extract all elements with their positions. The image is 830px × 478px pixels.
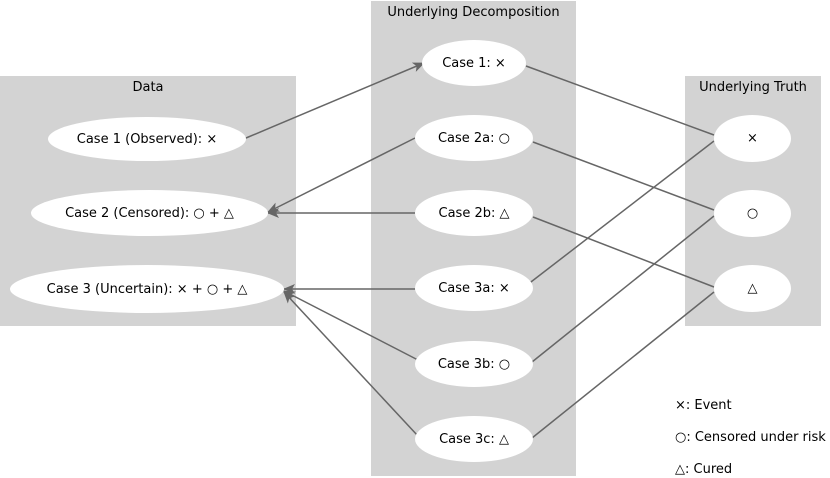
edge-case3b-censored	[531, 215, 715, 363]
decomp-node-case3b: Case 3b: ○	[415, 341, 533, 387]
edge-case2b-cured	[532, 216, 715, 288]
decomp-node-case3a: Case 3a: ×	[415, 265, 533, 311]
edge-case3a-event	[526, 140, 715, 286]
decomp-node-case2b: Case 2b: △	[415, 190, 533, 236]
edge-case3c-cured	[531, 291, 715, 439]
data-node-case2: Case 2 (Censored): ○ + △	[31, 190, 268, 236]
edge-case2a-censored	[532, 141, 715, 211]
legend-event: ×: Event	[675, 398, 732, 413]
legend-censored: ○: Censored under risk	[675, 430, 826, 445]
edge-case1-bidirectional	[233, 62, 425, 147]
data-node-case1: Case 1 (Observed): ×	[48, 117, 246, 161]
edge-case3c-to-case3	[283, 291, 419, 437]
edge-case2a-to-case2	[267, 137, 416, 213]
decomp-node-case1: Case 1: ×	[422, 40, 526, 86]
edge-case3b-to-case3	[283, 290, 419, 361]
decomp-node-case2a: Case 2a: ○	[415, 115, 533, 161]
data-panel-title: Data	[132, 80, 164, 95]
truth-panel-title: Underlying Truth	[699, 80, 807, 95]
decomp-node-case3c: Case 3c: △	[415, 416, 533, 462]
truth-node-event: ×	[714, 115, 791, 162]
legend-cured: △: Cured	[675, 462, 733, 477]
truth-node-cured: △	[714, 265, 791, 312]
data-node-case3: Case 3 (Uncertain): × + ○ + △	[10, 265, 284, 313]
truth-node-censored: ○	[714, 190, 791, 237]
edge-case1-event	[525, 65, 715, 136]
decomposition-panel-title: Underlying Decomposition	[387, 5, 560, 20]
